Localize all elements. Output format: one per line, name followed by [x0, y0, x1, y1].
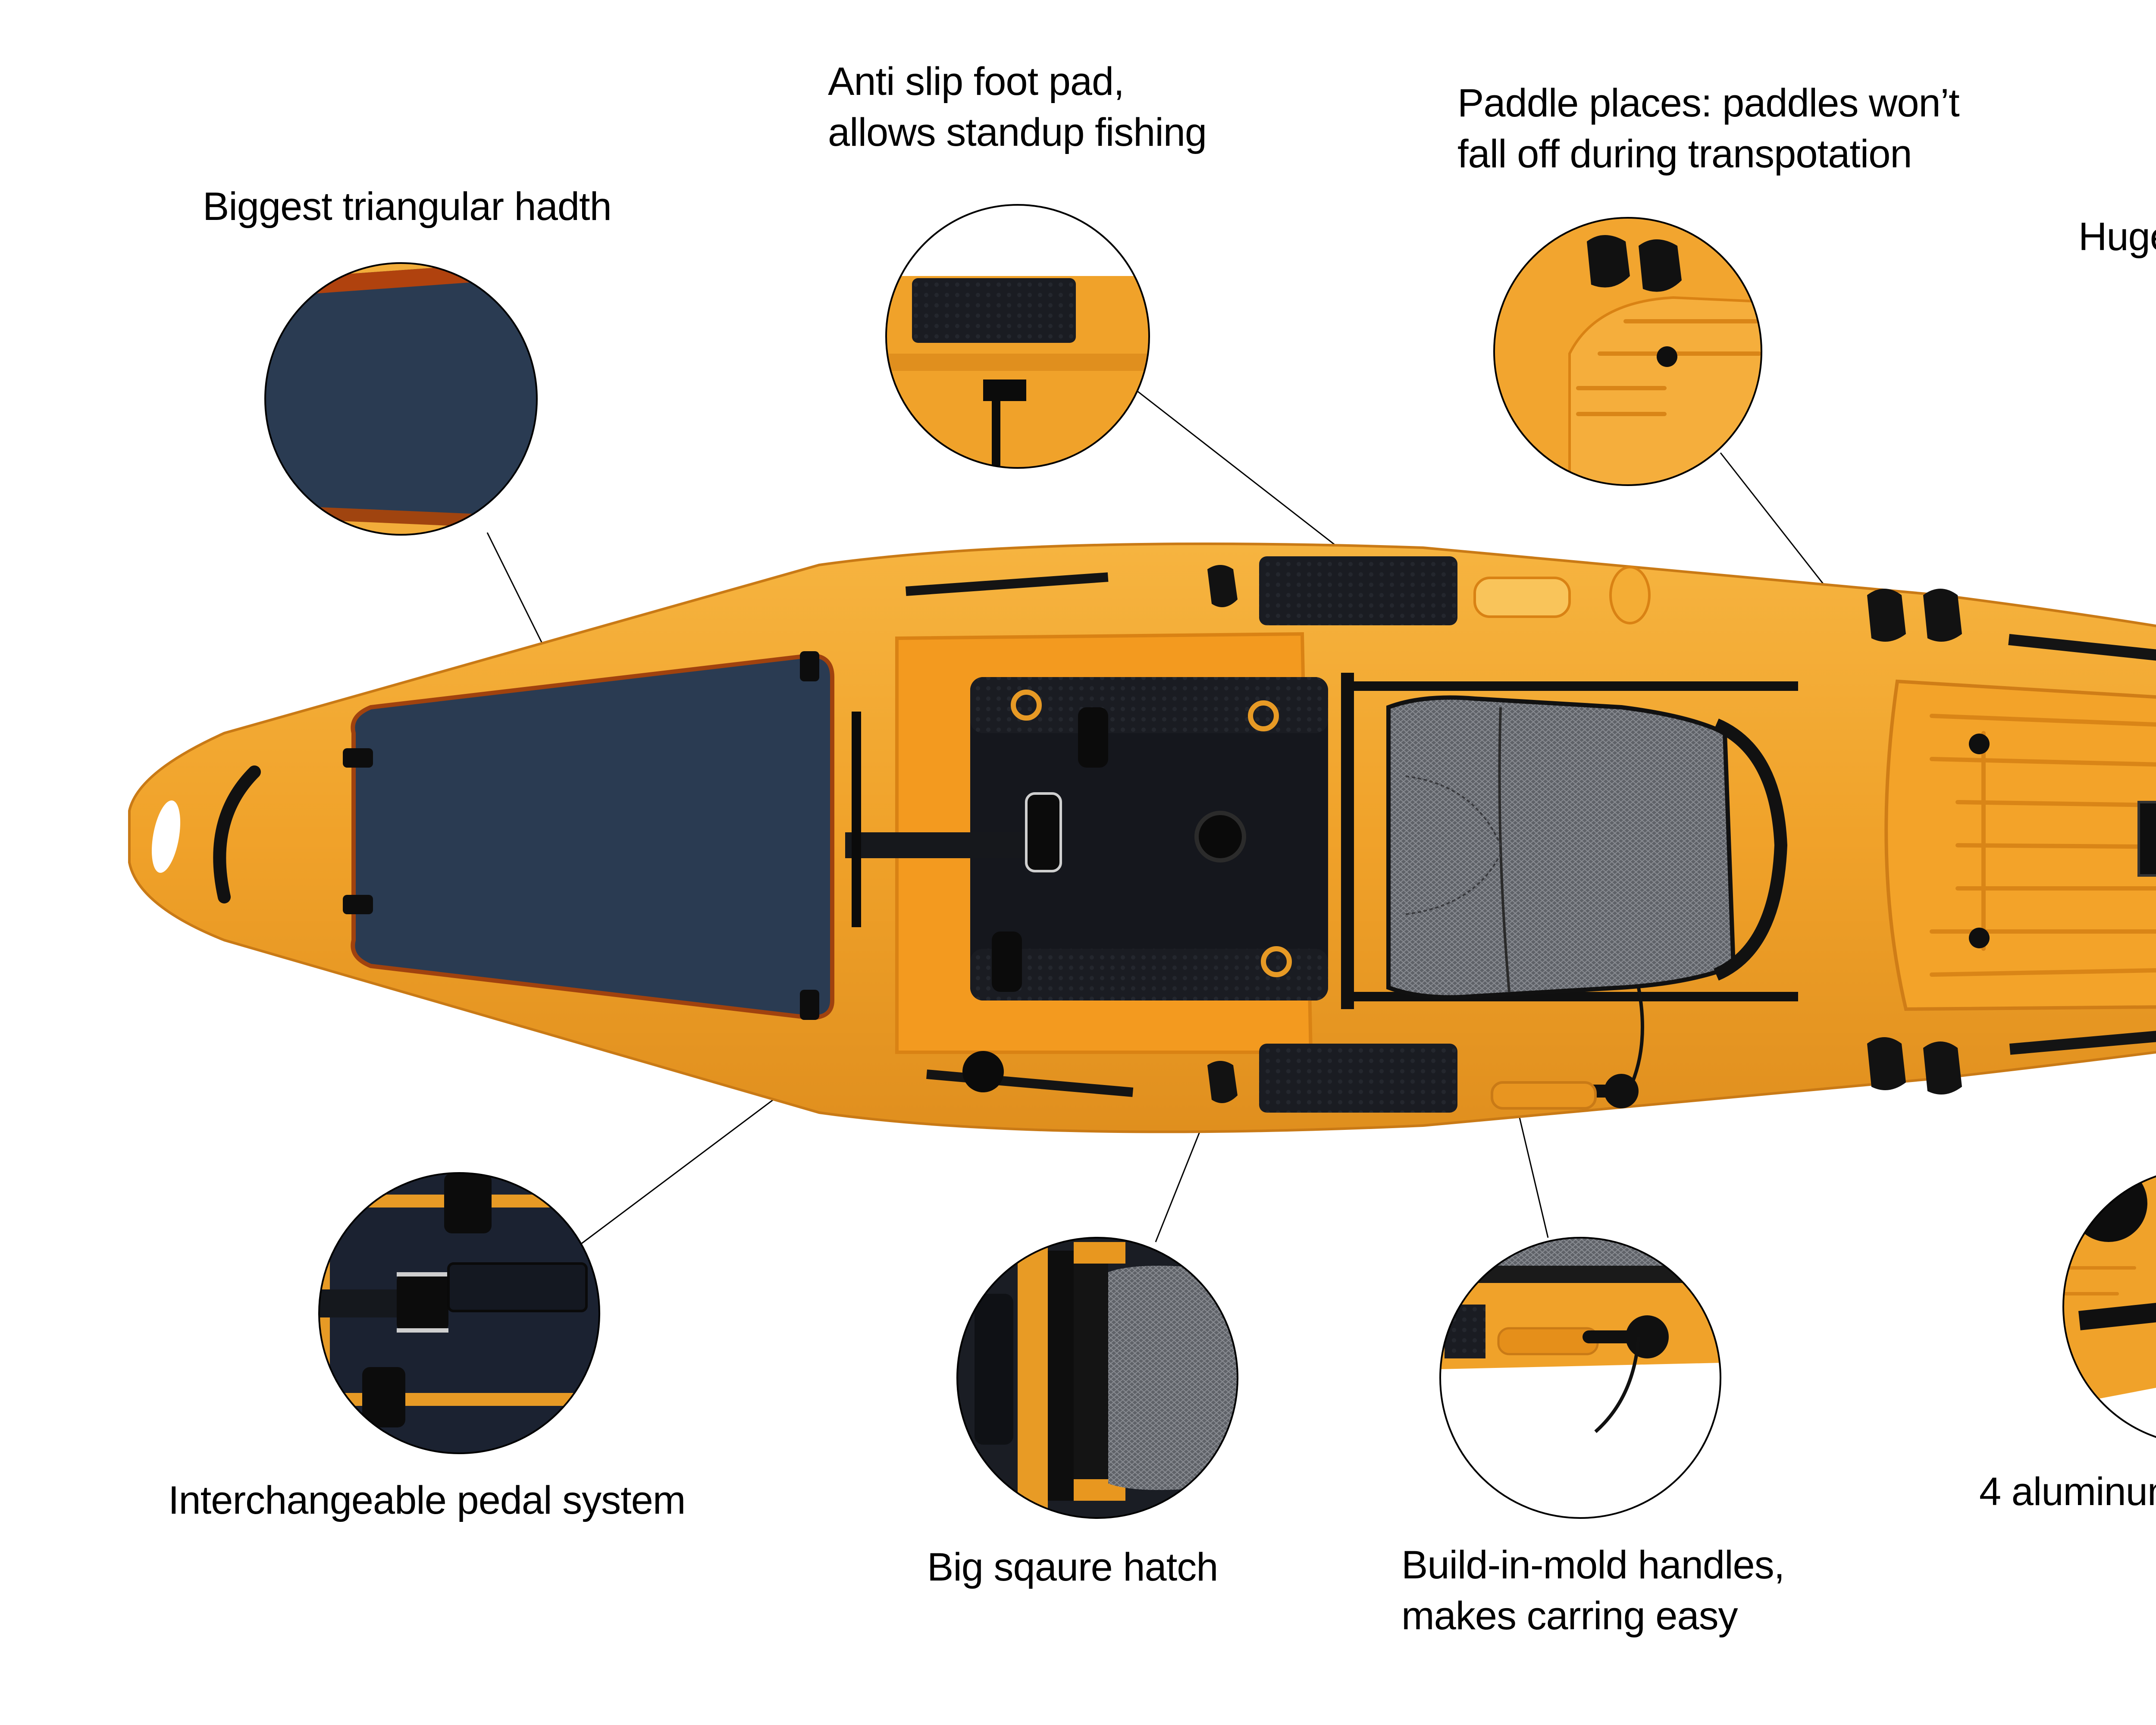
- callout-label-square-hatch: Big sqaure hatch: [927, 1542, 1218, 1593]
- callout-text-line: Big sqaure hatch: [927, 1545, 1218, 1589]
- callout-circle-mold-handles: [1439, 1237, 1721, 1519]
- callout-text-line: 4 aluminum rail for DIY: [1979, 1470, 2156, 1514]
- callout-text-line: allows standup fishing: [828, 110, 1207, 154]
- callout-label-aluminum-rail: 4 aluminum rail for DIY: [1979, 1466, 2156, 1517]
- callout-label-back-storage: Huge back storage place: [2078, 211, 2156, 262]
- callout-text-line: Huge back storage place: [2078, 215, 2156, 259]
- callout-circle-paddle-places: [1493, 217, 1762, 486]
- callout-text-line: Build-in-mold handles,: [1401, 1543, 1785, 1587]
- callout-label-triangular-hatch: Biggest triangular hadth: [203, 181, 612, 232]
- callout-label-pedal-system: Interchangeable pedal system: [168, 1475, 686, 1526]
- callout-text-line: Anti slip foot pad,: [828, 60, 1125, 104]
- callout-label-paddle-places: Paddle places: paddles won’t fall off du…: [1457, 78, 1960, 179]
- callout-text-line: Biggest triangular hadth: [203, 185, 612, 229]
- callout-circle-foot-pad: [885, 204, 1150, 469]
- kayak-hull: [128, 543, 2156, 1133]
- callout-text-line: makes carring easy: [1401, 1594, 1738, 1638]
- callout-circle-square-hatch: [956, 1237, 1238, 1519]
- callout-text-line: Paddle places: paddles won’t: [1457, 81, 1960, 125]
- callout-circle-aluminum-rail: [2062, 1169, 2156, 1445]
- callout-label-mold-handles: Build-in-mold handles, makes carring eas…: [1401, 1540, 1785, 1641]
- callout-text-line: fall off during transpotation: [1457, 132, 1912, 176]
- callout-label-foot-pad: Anti slip foot pad, allows standup fishi…: [828, 56, 1207, 158]
- callout-text-line: Interchangeable pedal system: [168, 1478, 686, 1522]
- callout-circle-triangular-hatch: [264, 262, 538, 536]
- callout-circle-pedal-system: [318, 1172, 600, 1454]
